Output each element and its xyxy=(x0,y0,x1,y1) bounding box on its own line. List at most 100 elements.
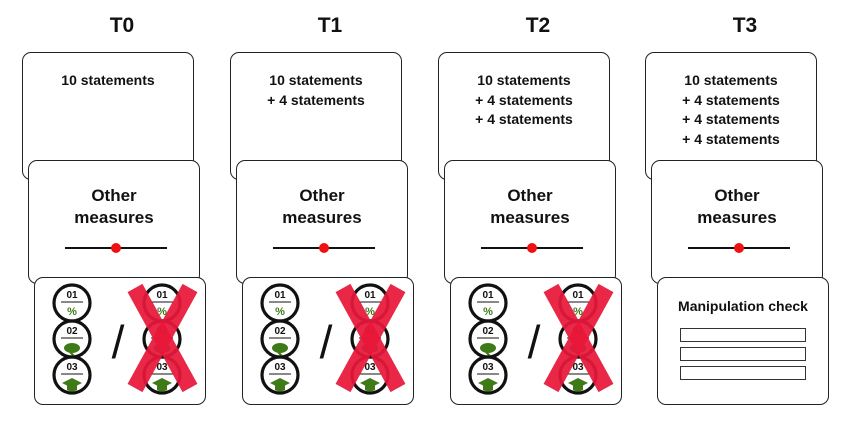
leaf-icon xyxy=(480,343,496,353)
leaf-icon xyxy=(272,343,288,353)
left-icon-circle-03: 03 xyxy=(468,355,508,395)
statement-line: 10 statements xyxy=(61,72,155,88)
icon-number: 03 xyxy=(156,362,168,373)
manipulation-check-field xyxy=(680,366,806,380)
slider-knob xyxy=(111,243,121,253)
graduation-cap-icon xyxy=(568,378,588,392)
statement-line: + 4 statements xyxy=(267,91,365,108)
red-x-cross-icon xyxy=(127,283,198,393)
slider-knob xyxy=(527,243,537,253)
column-t2: T2 10 statements + 4 statements + 4 stateme… xyxy=(438,0,638,429)
column-title: T2 xyxy=(525,14,551,37)
other-measures-line2: measures xyxy=(282,208,362,227)
slider-track xyxy=(481,243,583,253)
percent-icon: % xyxy=(67,306,77,318)
leaf-icon xyxy=(64,343,80,353)
other-measures-line2: measures xyxy=(697,208,777,227)
left-icon-circle-02: 02 xyxy=(260,319,300,359)
left-icon-circle-01: 01% xyxy=(52,283,92,323)
graduation-cap-icon xyxy=(360,378,380,392)
icon-number: 03 xyxy=(274,362,286,373)
icon-number: 03 xyxy=(572,362,584,373)
percent-icon: % xyxy=(573,306,583,318)
icon-circle-ring xyxy=(52,355,92,395)
slider-knob xyxy=(734,243,744,253)
column-title: T0 xyxy=(109,14,135,37)
slash-separator: / xyxy=(320,316,333,368)
manipulation-check-title: Manipulation check xyxy=(678,298,808,314)
icon-number: 01 xyxy=(156,290,168,301)
icon-number: 01 xyxy=(364,290,376,301)
left-icon-circle-03: 03 xyxy=(52,355,92,395)
other-measures-label: Other measures xyxy=(237,185,407,229)
other-measures-card: Other measures xyxy=(236,160,408,284)
icon-circle-ring xyxy=(260,355,300,395)
statements-list: 10 statements xyxy=(23,71,193,91)
icon-circle-ring xyxy=(468,355,508,395)
statements-card: 10 statements+ 4 statements+ 4 statement… xyxy=(645,52,817,180)
statement-line: + 4 statements xyxy=(682,130,780,147)
statements-list: 10 statements + 4 statements xyxy=(231,71,401,110)
slider-knob xyxy=(319,243,329,253)
slash-separator: / xyxy=(112,316,125,368)
statement-line: + 4 statements xyxy=(475,91,573,108)
other-measures-line1: Other xyxy=(299,186,345,205)
left-icon-circle-02: 02 xyxy=(52,319,92,359)
statements-list: 10 statements + 4 statements + 4 statement… xyxy=(439,71,609,130)
column-title: T3 xyxy=(732,14,758,37)
left-icon-circle-02: 02 xyxy=(468,319,508,359)
manipulation-check-field xyxy=(680,347,806,361)
icon-number: 01 xyxy=(66,290,78,301)
other-measures-line1: Other xyxy=(91,186,137,205)
icon-number: 03 xyxy=(66,362,78,373)
slider-track xyxy=(65,243,167,253)
percent-icon: % xyxy=(365,306,375,318)
icon-number: 02 xyxy=(482,326,494,337)
graduation-cap-icon xyxy=(478,378,498,392)
icon-number: 03 xyxy=(364,362,376,373)
statement-line: 10 statements xyxy=(477,72,571,88)
statement-line: + 4 statements xyxy=(475,111,573,127)
percent-icon: % xyxy=(483,306,493,318)
slider-track xyxy=(688,243,790,253)
icon-number: 03 xyxy=(482,362,494,373)
other-measures-line2: measures xyxy=(490,208,570,227)
other-measures-label: Other measures xyxy=(445,185,615,229)
column-t3: T3 10 statements+ 4 statements+ 4 stateme… xyxy=(645,0,845,429)
icon-number: 01 xyxy=(482,290,494,301)
icon-number: 01 xyxy=(572,290,584,301)
statement-line: 10 statements xyxy=(269,72,363,88)
other-measures-line1: Other xyxy=(507,186,553,205)
graduation-cap-icon xyxy=(62,378,82,392)
red-x-cross-icon xyxy=(543,283,614,393)
statement-line: + 4 statements xyxy=(682,91,780,108)
slash-separator: / xyxy=(528,316,541,368)
other-measures-card: Other measures xyxy=(444,160,616,284)
percent-icon: % xyxy=(157,306,167,318)
statements-card: 10 statements xyxy=(22,52,194,180)
column-title: T1 xyxy=(317,14,343,37)
left-icon-circle-03: 03 xyxy=(260,355,300,395)
left-icon-circle-01: 01% xyxy=(260,283,300,323)
leaf-stem xyxy=(69,351,75,357)
manipulation-check-field xyxy=(680,328,806,342)
leaf-stem xyxy=(277,351,283,357)
left-icon-circle-01: 01% xyxy=(468,283,508,323)
icon-number: 02 xyxy=(66,326,78,337)
graduation-cap-icon xyxy=(152,378,172,392)
percent-icon: % xyxy=(275,306,285,318)
statement-line: + 4 statements xyxy=(682,111,780,127)
statements-list: 10 statements+ 4 statements+ 4 statement… xyxy=(646,71,816,149)
leaf-stem xyxy=(485,351,491,357)
graduation-cap-icon xyxy=(270,378,290,392)
